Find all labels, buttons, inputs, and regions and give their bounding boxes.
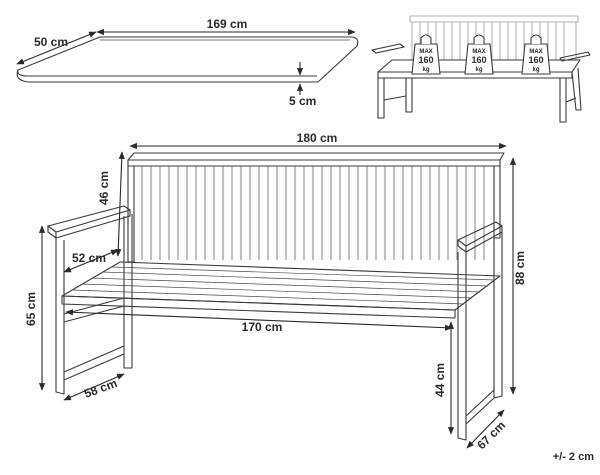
seat-depth-label: 52 cm (72, 251, 106, 265)
svg-text:MAX: MAX (472, 49, 485, 55)
svg-text:kg: kg (475, 67, 482, 73)
armrest-height-label: 65 cm (24, 292, 38, 326)
cushion-length-label: 169 cm (207, 17, 248, 31)
cushion-depth-label: 50 cm (34, 35, 68, 49)
seat-width-label: 170 cm (242, 320, 283, 334)
svg-text:160: 160 (528, 55, 543, 65)
load-capacity-illustration: MAX 160 kg MAX 160 kg MAX 160 kg (371, 15, 591, 123)
backrest-height-label: 46 cm (97, 171, 111, 205)
armrest-height-dimension: 65 cm (24, 225, 46, 391)
cushion-length-dimension: 169 cm (96, 17, 356, 36)
overall-depth-dimension: 67 cm (466, 409, 508, 452)
cushion-depth-dimension: 50 cm (16, 31, 97, 65)
weight-icon-left: MAX 160 kg (411, 34, 441, 75)
bench-drawing (47, 152, 505, 441)
bench-width-label: 180 cm (297, 131, 338, 145)
seat-slats (71, 266, 496, 305)
svg-text:160: 160 (471, 55, 486, 65)
cushion-drawing (16, 36, 359, 83)
height-dimension: 88 cm (509, 157, 527, 395)
tolerance-note: +/- 2 cm (553, 451, 594, 463)
backrest-slats (141, 166, 485, 260)
svg-text:kg: kg (422, 67, 429, 73)
height-label: 88 cm (513, 251, 527, 285)
weight-icon-middle: MAX 160 kg (464, 34, 494, 75)
cushion-thickness-label: 5 cm (289, 94, 316, 108)
seat-width-dimension: 170 cm (65, 309, 453, 334)
seat-depth-dimension: 52 cm (63, 249, 119, 273)
seat-height-dimension: 44 cm (433, 321, 455, 435)
backrest-height-dimension: 46 cm (97, 151, 125, 257)
cushion-thickness-dimension: 5 cm (289, 62, 316, 108)
svg-text:kg: kg (532, 67, 539, 73)
seat-height-label: 44 cm (433, 363, 447, 397)
leg-depth-dimension: 58 cm (63, 373, 125, 401)
weight-icon-right: MAX 160 kg (521, 34, 551, 75)
bench-width-dimension: 180 cm (129, 131, 507, 150)
leg-depth-label: 58 cm (82, 376, 119, 401)
svg-text:160: 160 (418, 55, 433, 65)
svg-text:MAX: MAX (529, 49, 542, 55)
svg-text:MAX: MAX (419, 49, 432, 55)
